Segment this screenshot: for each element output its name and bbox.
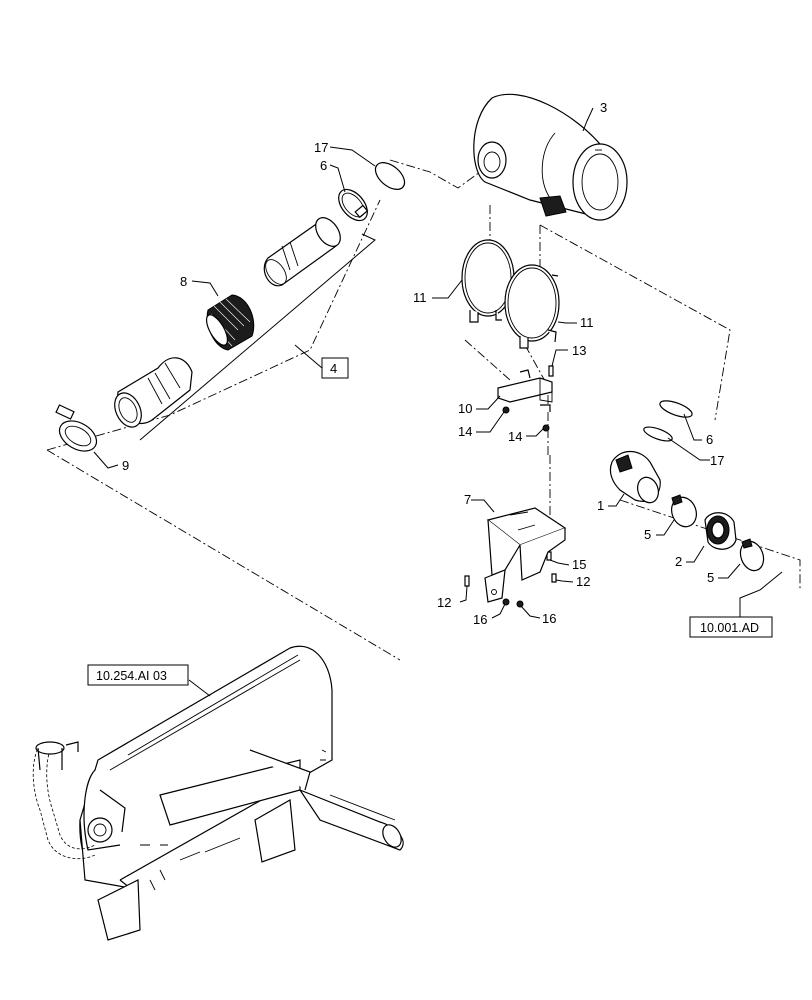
callout-9: 9: [122, 458, 129, 473]
clamp-5-a: [671, 494, 697, 528]
callout-10: 10: [458, 401, 472, 416]
o-ring-17-right: [643, 426, 673, 442]
callout-2: 2: [675, 554, 682, 569]
callout-17-right: 17: [710, 453, 724, 468]
callout-5-b: 5: [707, 570, 714, 585]
support-bracket-7: [484, 507, 567, 603]
callout-3: 3: [600, 100, 607, 115]
callout-15: 15: [572, 557, 586, 572]
reference-box-10001AD[interactable]: 10.001.AD: [689, 616, 773, 638]
callout-12-right: 12: [576, 574, 590, 589]
bellows-8: [205, 294, 255, 351]
adapter-2: [704, 512, 737, 550]
callout-14-right: 14: [508, 429, 522, 444]
callout-16-left: 16: [473, 612, 487, 627]
callout-1: 1: [597, 498, 604, 513]
clamp-6-top: [338, 188, 369, 222]
bracket-10: [497, 369, 553, 412]
clamp-5-b: [739, 538, 765, 572]
callout-13: 13: [572, 343, 586, 358]
callout-labels: 3 17 6 8 11 11 13 10 14 14 6 17 9 7 1 5 …: [122, 100, 724, 627]
callout-8: 8: [180, 274, 187, 289]
callout-4: 4: [330, 361, 337, 376]
elbow-1: [609, 450, 661, 504]
exhaust-assembly-reference: [32, 645, 404, 941]
callout-6-top: 6: [320, 158, 327, 173]
leader-lines: [93, 107, 783, 697]
o-ring-17-top: [374, 162, 406, 190]
callout-5-a: 5: [644, 527, 651, 542]
callout-14-left: 14: [458, 424, 472, 439]
clamp-6-right: [659, 400, 693, 418]
callout-12-left: 12: [437, 595, 451, 610]
hardware-bolts: [464, 365, 557, 608]
reference-label-10001AD[interactable]: 10.001.AD: [700, 621, 759, 635]
callout-17-top: 17: [314, 140, 328, 155]
callout-6-right: 6: [706, 432, 713, 447]
callout-7: 7: [464, 492, 471, 507]
reference-box-10254AI03[interactable]: 10.254.AI 03: [87, 664, 189, 686]
callout-16-right: 16: [542, 611, 556, 626]
air-cleaner-housing: [473, 93, 628, 221]
inlet-tube-assembly: [114, 217, 376, 441]
reference-label-10254AI03[interactable]: 10.254.AI 03: [96, 669, 167, 683]
callout-11-left: 11: [413, 290, 427, 305]
callout-11-right: 11: [580, 315, 594, 330]
mounting-bands-11: [461, 239, 560, 349]
callout-4-box: 4: [321, 357, 349, 379]
clamp-9: [55, 404, 98, 452]
